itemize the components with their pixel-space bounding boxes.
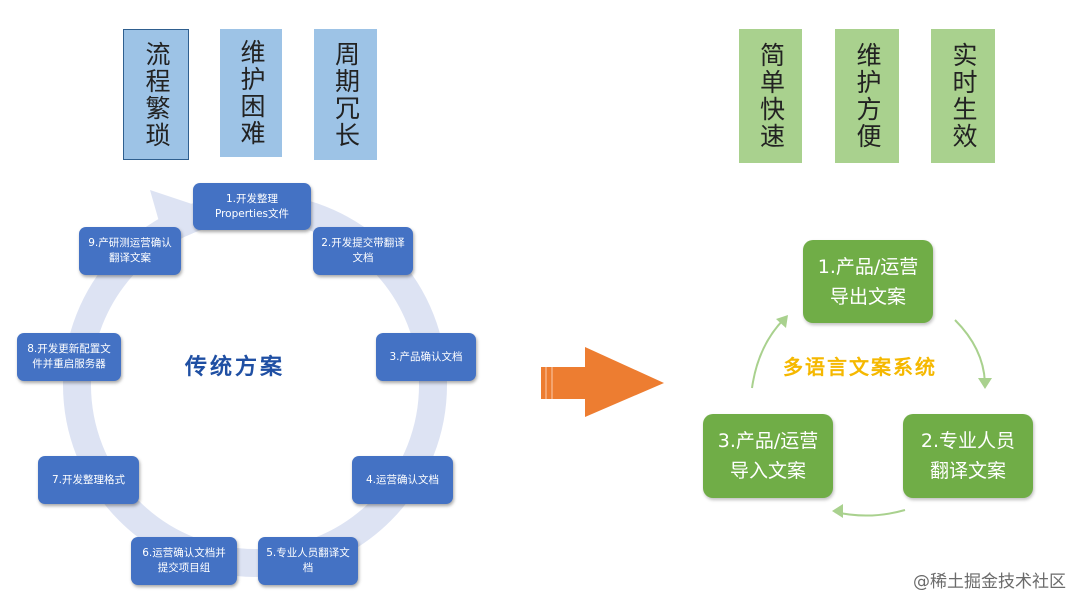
tag-realtime-effect: 实时生效: [931, 29, 995, 163]
new-flow-title: 多语言文案系统: [783, 355, 937, 379]
cycle-step-5: 5.专业人员翻译文 档: [258, 537, 358, 585]
tag-cumbersome-process: 流程繁琐: [123, 29, 189, 160]
cycle-step-8: 8.开发更新配置文 件并重启服务器: [17, 333, 121, 381]
tag-simple-fast: 简单快速: [739, 29, 802, 163]
cycle-step-4: 4.运营确认文档: [352, 456, 453, 504]
cycle-step-1: 1.开发整理 Properties文件: [193, 183, 311, 230]
cycle-title: 传统方案: [185, 354, 286, 380]
transition-arrow-icon: [541, 347, 664, 417]
cycle-step-6: 6.运营确认文档并 提交项目组: [131, 537, 237, 585]
tag-easy-maintenance: 维护方便: [835, 29, 899, 163]
cycle-step-3: 3.产品确认文档: [376, 333, 476, 381]
watermark: @稀土掘金技术社区: [913, 572, 1066, 592]
new-flow-step-1: 1.产品/运营 导出文案: [803, 240, 933, 323]
flow-arrow-3-to-1: [751, 317, 786, 389]
tag-long-cycle: 周期冗长: [314, 29, 377, 160]
tag-hard-maintenance: 维护困难: [220, 29, 282, 157]
cycle-step-9: 9.产研测运营确认 翻译文案: [79, 227, 181, 275]
cycle-ring-arrowhead: [150, 190, 198, 232]
new-flow-step-2: 2.专业人员 翻译文案: [903, 414, 1033, 498]
flow-arrow-1-to-2: [954, 319, 986, 387]
flow-arrow-2-to-3: [834, 509, 906, 517]
cycle-step-2: 2.开发提交带翻译 文档: [313, 227, 413, 275]
new-flow-step-3: 3.产品/运营 导入文案: [703, 414, 833, 498]
cycle-step-7: 7.开发整理格式: [38, 456, 139, 504]
